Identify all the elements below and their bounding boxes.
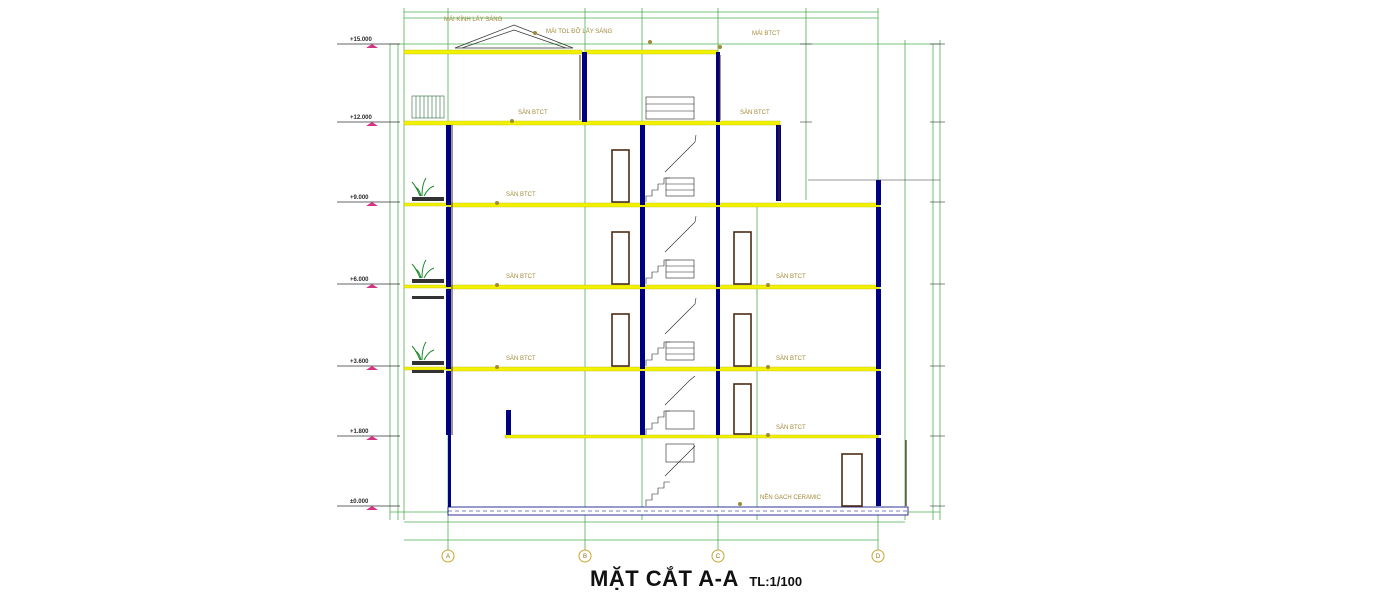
annotations: MÁI KÍNH LẤY SÁNG MÁI TOL ĐỠ LẤY SÁNG MÁ…: [444, 16, 822, 501]
label-slab-1: SÀN BTCT: [518, 109, 548, 116]
level-values: +15.000 +12.000 +9.000 +6.000 +3.600 +1.…: [350, 37, 373, 505]
label-slab-3: SÀN BTCT: [506, 191, 536, 198]
title-scale: TL:1/100: [749, 574, 803, 589]
svg-text:+6.000: +6.000: [350, 277, 369, 283]
axis-label-d: D: [876, 554, 881, 560]
roof: [454, 24, 574, 49]
label-slab-6: SÀN BTCT: [506, 355, 536, 362]
label-slab-8: SÀN BTCT: [776, 424, 806, 431]
label-slab-7: SÀN BTCT: [776, 355, 806, 362]
level-zero: ±0.000: [350, 499, 369, 505]
grid-axis-bubbles: [441, 549, 885, 563]
plants: [411, 177, 435, 361]
title-main: MẶT CẮT A-A: [590, 566, 739, 591]
svg-text:+3.600: +3.600: [350, 359, 369, 365]
label-slab-5: SÀN BTCT: [776, 273, 806, 280]
grid-axis-labels: A B C D: [446, 554, 881, 560]
right-dimension-ticks: [800, 43, 945, 507]
ground-slab: [447, 506, 909, 516]
label-roof-tile: MÁI KÍNH LẤY SÁNG: [444, 16, 503, 23]
walls: [446, 52, 907, 507]
drawing-title: MẶT CẮT A-A TL:1/100: [590, 566, 802, 592]
level-markers: [366, 44, 378, 510]
svg-text:+15.000: +15.000: [350, 37, 373, 43]
axis-label-c: C: [716, 554, 721, 560]
svg-text:+12.000: +12.000: [350, 115, 373, 121]
label-slab-2: SÀN BTCT: [740, 109, 770, 116]
svg-text:+1.800: +1.800: [350, 429, 369, 435]
svg-text:+9.000: +9.000: [350, 195, 369, 201]
axis-label-a: A: [446, 554, 450, 560]
level-lines: [337, 43, 400, 507]
stairs: [645, 96, 697, 506]
axis-label-b: B: [583, 554, 587, 560]
leader-dots: [495, 31, 770, 506]
label-roof-frame: MÁI TOL ĐỠ LẤY SÁNG: [546, 28, 613, 35]
label-roof-slab: MÁI BTCT: [752, 30, 780, 37]
label-slab-4: SÀN BTCT: [506, 273, 536, 280]
grid-lines: [389, 8, 941, 555]
label-floor-tile: NỀN GẠCH CERAMIC: [760, 494, 822, 501]
balcony-railings: [411, 95, 445, 119]
doors: [611, 149, 863, 507]
planters: [412, 197, 444, 373]
